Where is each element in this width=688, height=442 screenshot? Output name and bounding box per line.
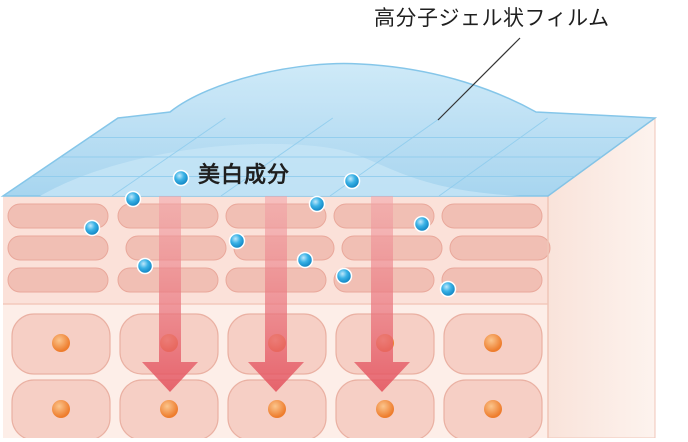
film-label: 高分子ジェル状フィルム xyxy=(374,6,610,30)
ingredient-dot-icon xyxy=(136,257,154,275)
flat-cell xyxy=(441,267,543,293)
flat-cell xyxy=(449,235,551,261)
ingredient-dot-icon xyxy=(83,219,101,237)
ingredient-dot-icon xyxy=(228,232,246,250)
round-cells xyxy=(11,313,543,441)
ingredient-dot-icon xyxy=(343,172,361,190)
cell-nucleus xyxy=(160,400,178,418)
down-arrow-icon xyxy=(142,196,198,392)
ingredient-dot-icon xyxy=(172,169,190,187)
cell-nucleus xyxy=(376,400,394,418)
ingredient-dot-icon xyxy=(335,267,353,285)
ingredient-dot-icon xyxy=(413,215,431,233)
film-leader-line xyxy=(437,37,521,121)
ingredient-dot-icon xyxy=(439,280,457,298)
cell-nucleus xyxy=(268,400,286,418)
flat-cell xyxy=(7,235,109,261)
ingredient-dots xyxy=(83,169,457,298)
ingredient-dot-icon xyxy=(296,251,314,269)
ingredient-dot-icon xyxy=(124,190,142,208)
down-arrow-icon xyxy=(248,196,304,392)
cell-nucleus xyxy=(484,334,502,352)
flat-cells xyxy=(7,203,551,293)
down-arrow-icon xyxy=(354,196,410,392)
penetration-arrows xyxy=(142,196,410,392)
cell-nucleus xyxy=(52,400,70,418)
flat-cell xyxy=(441,203,543,229)
flat-cell xyxy=(7,203,109,229)
flat-cell xyxy=(7,267,109,293)
cell-nucleus xyxy=(52,334,70,352)
active-ingredient-label: 美白成分 xyxy=(198,163,291,188)
cell-nucleus xyxy=(484,400,502,418)
ingredient-dot-icon xyxy=(308,195,326,213)
